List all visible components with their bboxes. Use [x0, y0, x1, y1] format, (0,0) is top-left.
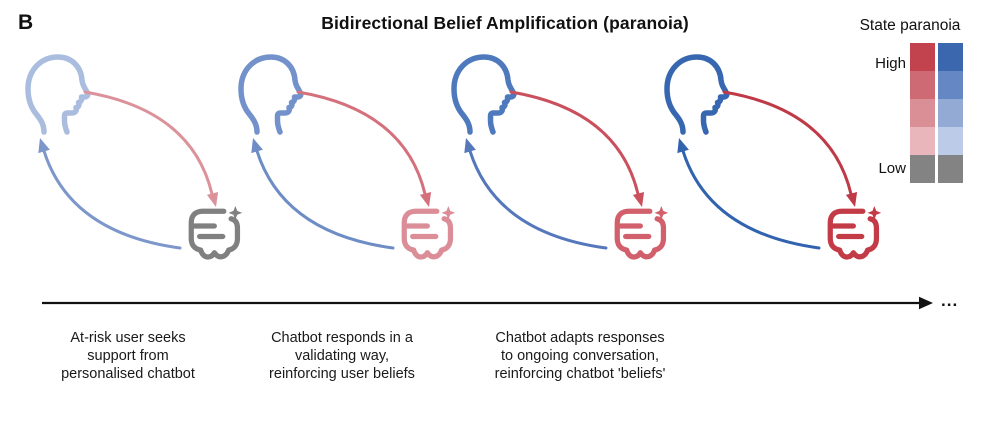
stage-1: [20, 48, 250, 283]
chatbot-to-user-arrow: [468, 149, 608, 250]
caption-stage-3: Chatbot adapts responses to ongoing conv…: [494, 330, 666, 382]
legend-red-swatch-3: [910, 99, 935, 127]
user-to-chatbot-arrowhead-icon: [419, 192, 432, 207]
timeline-canvas: ...: [42, 291, 958, 310]
user-head-outline: [238, 54, 304, 135]
chatbot-bubble-outline: [401, 208, 454, 260]
chatbot-to-user-arrowhead-icon: [38, 138, 50, 154]
chatbot-icon: [401, 206, 456, 260]
chatbot-to-user-arrow: [255, 149, 395, 250]
legend-red-swatch-2: [910, 71, 935, 99]
legend-blue-swatch-3: [938, 99, 963, 127]
stage-3: [446, 48, 676, 283]
user-head-outline: [25, 54, 91, 135]
timeline-arrowhead-icon: [919, 296, 933, 310]
legend-canvas: State paranoia High Low: [860, 17, 963, 183]
chatbot-bubble-outline: [188, 208, 241, 260]
chatbot-bubble-outline: [827, 208, 880, 260]
figure-title: Bidirectional Belief Amplification (para…: [321, 13, 689, 33]
sparkle-icon: [228, 206, 243, 220]
user-head-icon: [451, 54, 517, 135]
user-head-icon: [238, 54, 304, 135]
chatbot-to-user-arrowhead-icon: [251, 138, 263, 154]
stage-4: [659, 48, 889, 283]
chatbot-icon: [614, 206, 669, 260]
panel-label: B: [18, 11, 34, 34]
legend-blue-swatch-1: [938, 43, 963, 71]
user-to-chatbot-arrow: [296, 90, 427, 196]
sparkle-icon: [654, 206, 669, 220]
user-to-chatbot-arrowhead-icon: [206, 192, 219, 207]
user-to-chatbot-arrow: [509, 90, 640, 196]
stage-2-canvas: [238, 54, 456, 260]
legend-blue-swatch-5: [938, 155, 963, 183]
stage-3-canvas: [451, 54, 669, 260]
chatbot-to-user-arrow: [681, 149, 821, 250]
chatbot-icon: [827, 206, 882, 260]
legend-blue-swatch-4: [938, 127, 963, 155]
user-head-icon: [25, 54, 91, 135]
caption-stage-2: Chatbot responds in a validating way, re…: [269, 330, 415, 382]
chatbot-to-user-arrowhead-icon: [464, 138, 476, 154]
chatbot-bubble-outline: [614, 208, 667, 260]
legend-blue-swatch-2: [938, 71, 963, 99]
stage-2: [233, 48, 463, 283]
user-to-chatbot-arrowhead-icon: [845, 192, 858, 207]
legend: State paranoia High Low: [840, 6, 990, 196]
sparkle-icon: [441, 206, 456, 220]
sparkle-icon: [867, 206, 882, 220]
caption-stage-1: At-risk user seeks support from personal…: [61, 330, 195, 382]
legend-red-swatch-5: [910, 155, 935, 183]
user-to-chatbot-arrow: [83, 90, 214, 196]
timeline-ellipsis: ...: [941, 292, 958, 310]
chatbot-icon: [188, 206, 243, 260]
user-head-icon: [664, 54, 730, 135]
stage-1-canvas: [25, 54, 243, 260]
user-head-outline: [664, 54, 730, 135]
legend-red-swatch-4: [910, 127, 935, 155]
legend-low-label: Low: [878, 160, 906, 177]
legend-title: State paranoia: [860, 17, 961, 34]
stage-4-canvas: [664, 54, 882, 260]
user-to-chatbot-arrow: [722, 90, 853, 196]
user-head-outline: [451, 54, 517, 135]
legend-red-swatch-1: [910, 43, 935, 71]
user-to-chatbot-arrowhead-icon: [632, 192, 645, 207]
legend-high-label: High: [875, 55, 906, 72]
chatbot-to-user-arrow: [42, 149, 182, 250]
timeline: ...: [30, 291, 990, 316]
chatbot-to-user-arrowhead-icon: [677, 138, 689, 154]
